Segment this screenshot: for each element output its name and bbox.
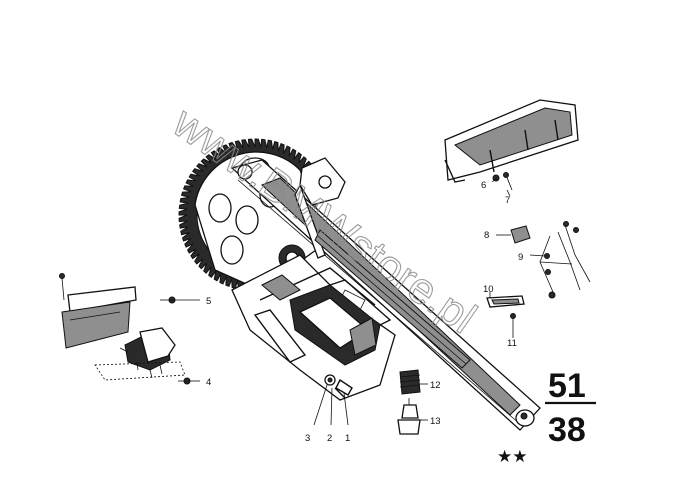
- upper-bracket: [444, 99, 579, 191]
- callout-5: 5: [206, 296, 211, 307]
- callout-12: 12: [430, 380, 441, 391]
- callout-9: 9: [518, 252, 523, 263]
- page-number-bottom: 38: [548, 411, 586, 449]
- callout-2: 2: [327, 433, 332, 444]
- page-number-top: 51: [548, 367, 586, 405]
- callout-labels: 1 2 3 4 5 6 7 8 9 10 11 12 13: [206, 180, 523, 444]
- callout-13: 13: [430, 416, 441, 427]
- equalizer-arm: [294, 157, 471, 369]
- callout-10: 10: [483, 284, 494, 295]
- relay-bracket-assembly: [59, 273, 191, 385]
- regulator-motor: [289, 279, 392, 366]
- callout-8: 8: [484, 230, 489, 241]
- callout-3: 3: [305, 433, 310, 444]
- callout-leaders: [173, 177, 546, 426]
- page-number-block: 51 38 ★★: [497, 367, 596, 467]
- base-fittings: [324, 374, 353, 399]
- callout-7: 7: [505, 195, 510, 206]
- rating-stars: ★★: [497, 447, 527, 467]
- switch-wiring: [500, 221, 591, 299]
- callout-4: 4: [206, 377, 211, 388]
- callout-1: 1: [345, 433, 350, 444]
- callout-6: 6: [481, 180, 486, 191]
- callout-11: 11: [507, 338, 517, 349]
- clip-screw: [486, 295, 525, 330]
- spring-buffer: [397, 369, 421, 435]
